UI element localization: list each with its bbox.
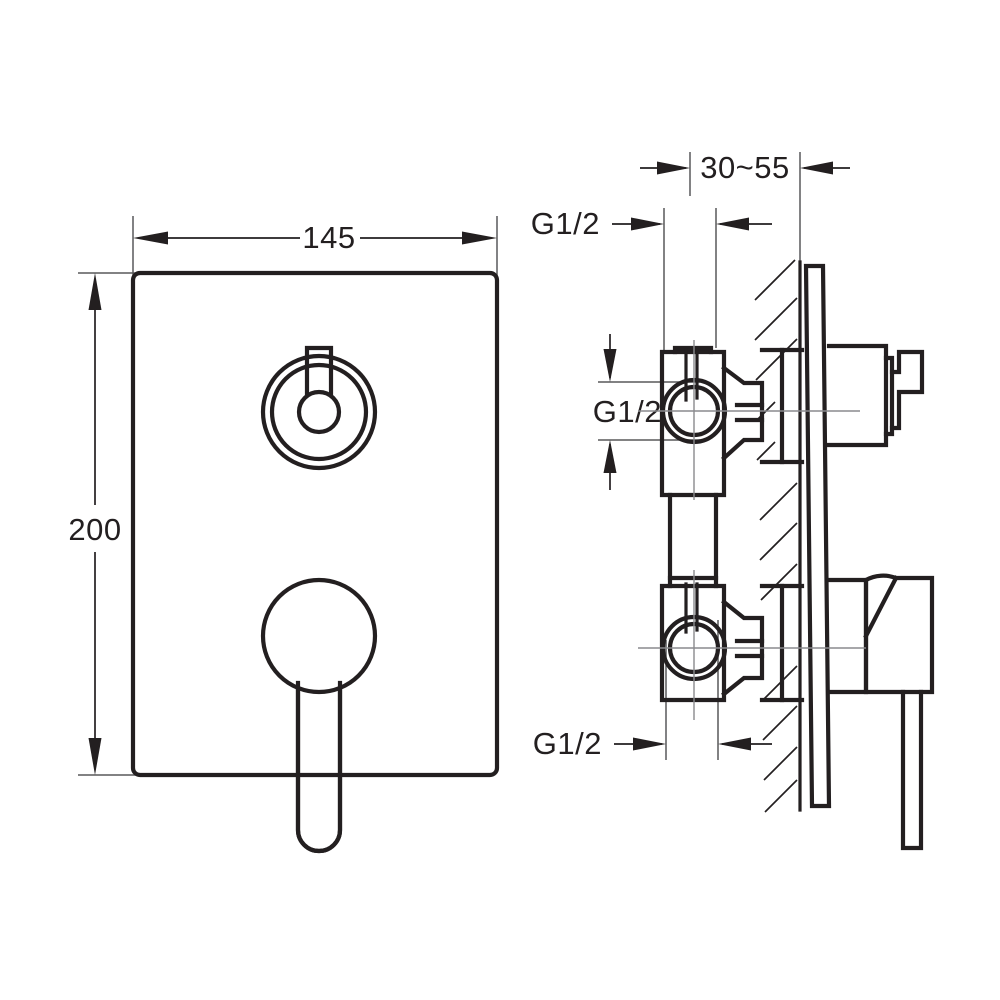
wall-hatching <box>754 259 798 813</box>
front-escutcheon-plate <box>130 270 500 778</box>
lower-valve-body <box>659 575 765 703</box>
mixer-lever-stem-lower <box>295 680 343 854</box>
diverter-inner-ring <box>269 362 369 462</box>
side-escutcheon-plate <box>803 263 832 809</box>
dimension-thread-top-g12-label: G1/2 <box>531 206 600 241</box>
side-view-centerlines <box>638 340 866 720</box>
dimension-thread-top-g12: G1/2 <box>531 206 772 352</box>
dimension-thread-mid-g12: G1/2 <box>593 334 700 490</box>
upper-valve-bore-slot <box>684 348 699 402</box>
mixer-handle-circle <box>260 577 378 695</box>
lower-valve-connector <box>734 638 765 659</box>
dimension-depth-30-55: 30~55 <box>640 150 850 262</box>
diverter-knob-body-side <box>826 343 889 448</box>
mixer-handle-fill <box>263 580 375 692</box>
diverter-hub-fill <box>299 392 339 432</box>
front-mixer-handle <box>260 577 378 854</box>
upper-wall-sleeve <box>759 347 805 465</box>
diverter-outer-ring <box>260 353 378 471</box>
front-diverter-knob <box>260 345 378 471</box>
diverter-knob-collar <box>883 355 895 437</box>
lower-valve-top-boss <box>667 575 719 589</box>
upper-lower-connecting-body <box>667 492 719 581</box>
mixer-lever-body-side <box>863 573 935 695</box>
side-section-view: 30~55 G1/2 G1/2 <box>531 150 935 851</box>
mixer-handle-base-side <box>826 577 869 695</box>
dimension-width-145: 145 <box>133 220 497 255</box>
diverter-center-hub <box>296 389 342 435</box>
dimension-depth-30-55-label: 30~55 <box>700 150 790 185</box>
front-view-extension-lines <box>78 216 498 776</box>
dimension-thread-bottom-g12: G1/2 <box>533 620 772 761</box>
dimension-thread-bottom-g12-label: G1/2 <box>533 726 602 761</box>
dimension-width-145-label: 145 <box>302 220 355 255</box>
side-mixer-handle <box>826 573 935 851</box>
upper-valve-connector <box>734 402 765 423</box>
mixer-lever-notch <box>863 575 899 639</box>
dimension-height-200-label: 200 <box>68 512 121 547</box>
escutcheon-plate-section <box>803 263 832 809</box>
wall-section <box>754 259 802 813</box>
upper-valve-outlet-cone <box>721 365 765 461</box>
upper-valve-block <box>659 349 727 498</box>
lower-wall-sleeve <box>759 583 805 703</box>
diverter-knob-pointer-side <box>889 349 925 431</box>
front-view: 145 200 <box>68 216 500 854</box>
upper-valve-top-boss <box>672 345 714 355</box>
lower-valve-block <box>659 583 727 703</box>
side-diverter-knob <box>826 343 925 448</box>
mixer-lever-arm-side <box>900 689 924 851</box>
dimension-height-200: 200 <box>68 273 121 775</box>
